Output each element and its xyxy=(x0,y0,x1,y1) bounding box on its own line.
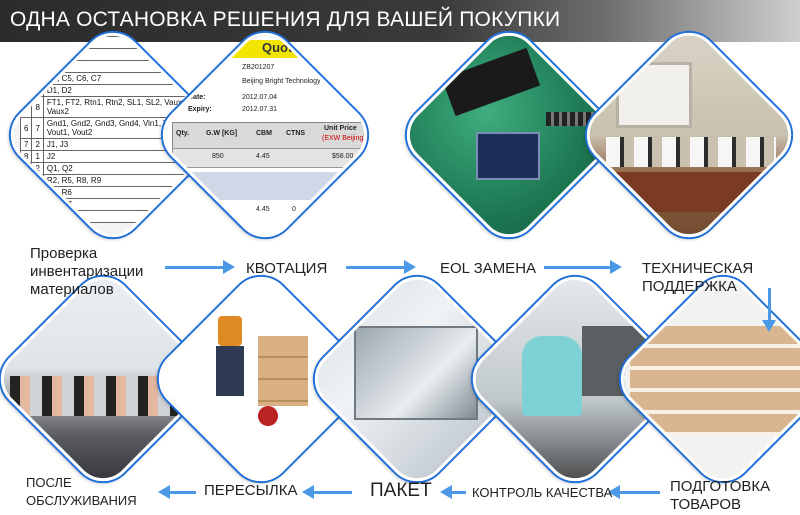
bom-cell: 4 xyxy=(31,72,44,85)
page-title: ОДНА ОСТАНОВКА РЕШЕНИЯ ДЛЯ ВАШЕЙ ПОКУПКИ xyxy=(10,8,561,31)
step-quotation: КВОТАЦИЯ xyxy=(246,260,328,277)
arrow-8 xyxy=(158,485,196,499)
bom-cell: 1 xyxy=(31,60,44,73)
bom-cell xyxy=(20,186,32,199)
quotation-image: Quotati ZB201207 om: Beijing Bright Tech… xyxy=(152,22,380,249)
quotation-date-label: Date: xyxy=(188,94,206,101)
step-eol-replacement: EOL ЗАМЕНА xyxy=(440,260,537,277)
bom-cell xyxy=(20,60,32,73)
bom-cell: 2 xyxy=(31,186,44,199)
worker-shape xyxy=(218,316,242,346)
bom-cell: R2, R5, R8, R9 xyxy=(43,174,210,187)
bom-cell: 5 xyxy=(20,96,32,118)
chip-shape xyxy=(441,47,541,117)
quotation-title: Quotati xyxy=(212,40,380,58)
bom-cell: C1, C2 xyxy=(43,48,210,61)
step-tech-support: ТЕХНИЧЕСКАЯ ПОДДЕРЖКА xyxy=(642,260,754,295)
quotation-price-note: (EXW Beijing) xyxy=(322,135,366,142)
arrow-7 xyxy=(302,485,352,499)
header-banner: ОДНА ОСТАНОВКА РЕШЕНИЯ ДЛЯ ВАШЕЙ ПОКУПКИ xyxy=(0,0,800,42)
bom-cell: 2 xyxy=(31,174,44,187)
table-shape xyxy=(586,172,796,212)
step-package: ПАКЕТ xyxy=(370,480,432,501)
quotation-col-ctns: CTNS xyxy=(286,130,306,137)
quotation-cell-gw: 850 xyxy=(212,153,224,160)
bom-cell xyxy=(31,210,44,223)
quotation-cell-cbm-2: 4.45 xyxy=(256,206,270,214)
quotation-date: 2012.07.04 xyxy=(242,94,278,101)
quotation-cell-price: $58.00 xyxy=(332,153,354,160)
people-shape xyxy=(606,137,776,167)
quotation-from-label: om: xyxy=(188,78,201,85)
bom-cell: 8 xyxy=(20,150,32,163)
arrow-3 xyxy=(544,260,622,274)
bom-cell: 6 xyxy=(20,117,32,139)
bom-cell: 7 xyxy=(31,117,44,139)
step-inventory-check: Проверка инвентаризации материалов xyxy=(30,245,144,298)
bom-cell: C4, C5, C6, C7 xyxy=(43,72,210,85)
step-quality-control: КОНТРОЛЬ КАЧЕСТВА xyxy=(472,485,613,500)
bom-cell: 1 xyxy=(31,150,44,163)
bom-cell xyxy=(20,210,32,223)
bom-cell xyxy=(20,174,32,187)
bom-cell: 2 xyxy=(31,162,44,175)
bom-cell xyxy=(20,198,32,211)
quotation-expiry: 2012.07.31 xyxy=(242,106,278,113)
bom-cell: 4 xyxy=(20,84,32,97)
bom-cell: 3 xyxy=(20,72,32,85)
cartons-shape xyxy=(630,326,800,436)
esd-bag-shape xyxy=(354,326,478,420)
arrow-down xyxy=(762,288,776,332)
bom-cell: 2 xyxy=(31,198,44,211)
quotation-from: Beijing Bright Technology Deve xyxy=(242,78,339,85)
quotation-expiry-label: Expiry: xyxy=(188,106,212,113)
bom-row: C1, C2 xyxy=(20,48,210,61)
bom-cell: SP1, SP2 xyxy=(43,210,210,223)
bom-cell xyxy=(31,48,44,61)
quotation-blur-band xyxy=(172,172,372,200)
step-after-service: ПОСЛЕ ОБСЛУЖИВАНИЯ xyxy=(26,475,137,508)
trolley-wheel-shape xyxy=(258,406,278,426)
bom-cell: D1, D2 xyxy=(43,84,210,97)
arrow-5 xyxy=(608,485,660,499)
quotation-col-qty: Qty. xyxy=(176,130,190,137)
arrow-6 xyxy=(440,485,466,499)
boxes-shape xyxy=(258,336,308,406)
bom-row: SP1, SP2 xyxy=(20,210,210,223)
arrow-1 xyxy=(165,260,235,274)
bom-cell: C3 xyxy=(43,60,210,73)
tile-warehouse xyxy=(608,264,800,494)
worker-legs-shape xyxy=(216,346,244,396)
bom-cell: 2 xyxy=(31,84,44,97)
warehouse-image xyxy=(610,266,800,492)
bom-cell: 7 xyxy=(20,138,32,151)
meeting-image xyxy=(576,22,800,249)
bom-cell: 8 xyxy=(31,96,44,118)
bom-cell xyxy=(20,162,32,175)
bom-cell xyxy=(20,48,32,61)
inspector-shape xyxy=(522,336,582,416)
window-shape xyxy=(616,62,692,128)
step-goods-preparation: ПОДГОТОВКА ТОВАРОВ xyxy=(670,478,771,513)
arrow-2 xyxy=(346,260,416,274)
quotation-col-gw: G.W [KG] xyxy=(206,130,238,137)
quotation-col-price: Unit Price xyxy=(324,124,357,132)
bom-cell: 2 xyxy=(31,138,44,151)
bom-cell: R4, R7 xyxy=(43,198,210,211)
module-shape xyxy=(476,132,540,180)
quotation-no: ZB201207 xyxy=(242,64,275,71)
quotation-col-cbm: CBM xyxy=(256,130,272,137)
tile-meeting xyxy=(574,20,800,250)
quotation-cell-cbm: 4.45 xyxy=(256,153,270,160)
step-shipping: ПЕРЕСЫЛКА xyxy=(204,482,298,499)
tile-quotation: Quotati ZB201207 om: Beijing Bright Tech… xyxy=(150,20,380,250)
bom-cell: R3, R6 xyxy=(43,186,210,199)
quotation-cell-ctns-2: 0 xyxy=(292,206,296,213)
